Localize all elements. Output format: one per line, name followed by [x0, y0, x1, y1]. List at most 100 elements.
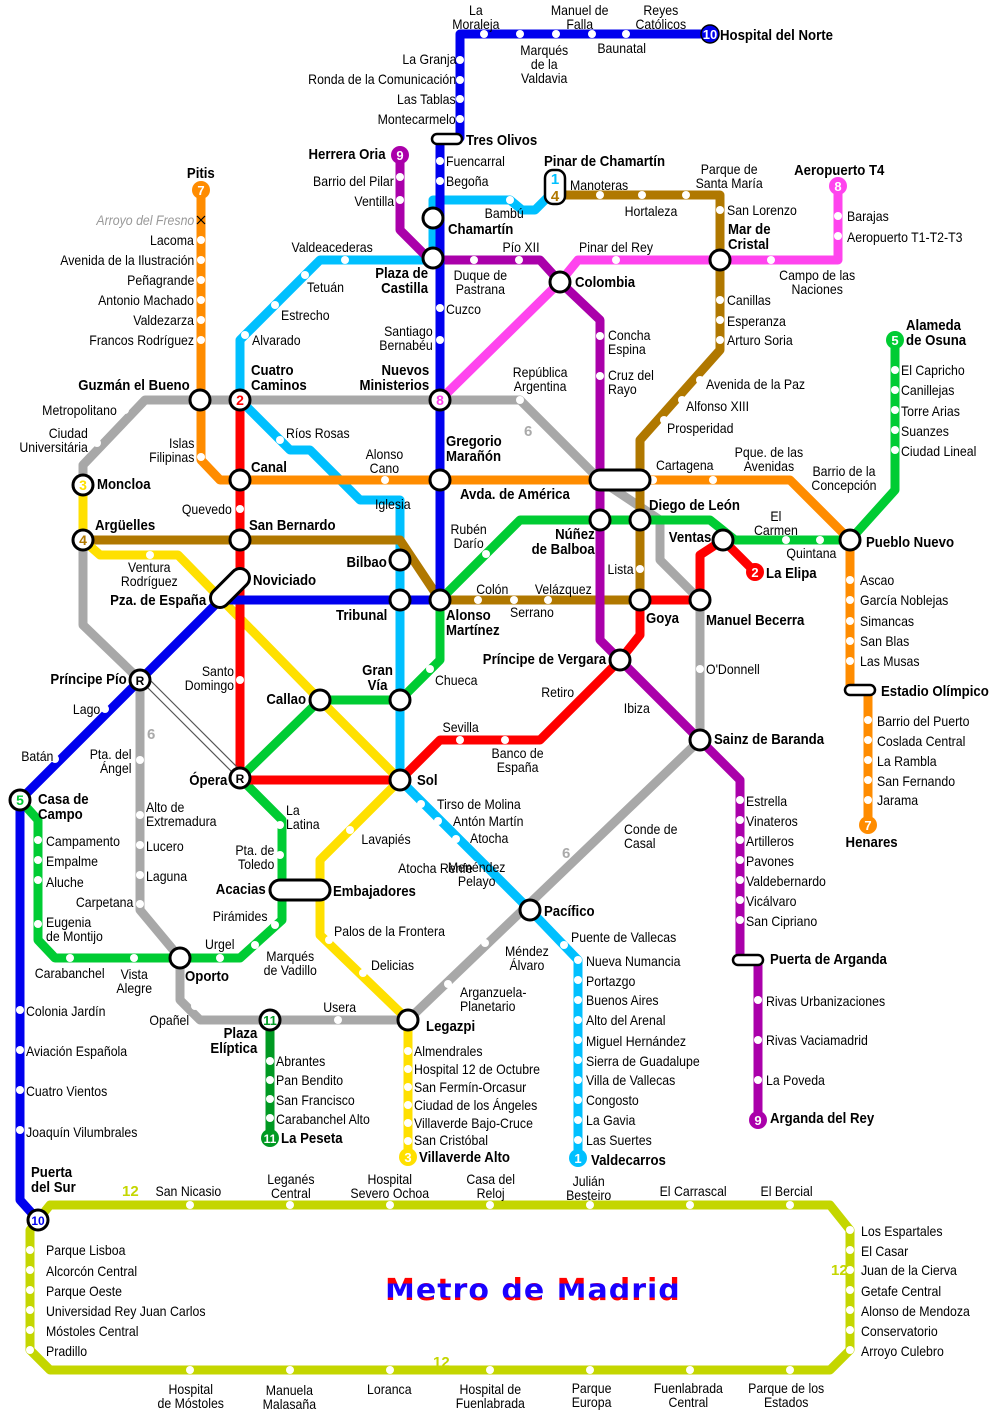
station-label[interactable]: Estadio Olímpico: [881, 683, 989, 700]
station-label[interactable]: Serrano: [509, 604, 554, 620]
station-label[interactable]: Pitis: [186, 165, 215, 182]
station-label[interactable]: Nueva Numancia: [586, 953, 681, 969]
station-label[interactable]: Villaverde Bajo-Cruce: [414, 1115, 533, 1131]
station-label[interactable]: Iglesia: [375, 496, 411, 512]
station-label[interactable]: Canal: [251, 459, 287, 476]
station-label[interactable]: Guzmán el Bueno: [78, 377, 190, 394]
station-label[interactable]: San Cipriano: [746, 913, 818, 929]
station-label[interactable]: Parque Europa: [571, 1380, 611, 1410]
station-label[interactable]: Alvarado: [252, 332, 301, 348]
station-label[interactable]: Mar de Cristal: [728, 221, 771, 253]
station-label[interactable]: Pacífico: [544, 903, 595, 920]
station-label[interactable]: San Francisco: [276, 1092, 355, 1108]
station-label[interactable]: Laguna: [146, 868, 188, 884]
station-label[interactable]: San Cristóbal: [414, 1132, 488, 1148]
station-label[interactable]: Callao: [266, 691, 307, 708]
station-label[interactable]: Joaquín Vilumbrales: [26, 1124, 138, 1140]
station-label[interactable]: Ópera: [189, 772, 228, 789]
station-label[interactable]: Santiago Bernabéu: [379, 323, 433, 353]
station-label[interactable]: Juan de la Cierva: [861, 1262, 957, 1278]
station-label[interactable]: Ascao: [860, 572, 895, 588]
station-label[interactable]: Manuel de Falla: [550, 2, 608, 32]
station-label[interactable]: Carabanchel: [34, 965, 105, 981]
station-label[interactable]: Prosperidad: [667, 420, 734, 436]
station-label[interactable]: Villaverde Alto: [419, 1149, 510, 1166]
station-label[interactable]: Marqués de la Valdavia: [520, 42, 569, 86]
station-label[interactable]: Canillas: [727, 292, 771, 308]
station-label[interactable]: Carabanchel Alto: [276, 1111, 370, 1127]
station-label[interactable]: Puerta de Arganda: [770, 951, 887, 968]
station-label[interactable]: Barrio de la Concepción: [811, 463, 877, 493]
station-label[interactable]: Baunatal: [596, 40, 646, 56]
station-label[interactable]: Delicias: [370, 957, 414, 973]
station-label[interactable]: Eugenia de Montijo: [46, 914, 103, 944]
station-label[interactable]: Pavones: [746, 853, 794, 869]
station-label[interactable]: Ríos Rosas: [286, 425, 350, 441]
station-label[interactable]: Tetuán: [307, 279, 345, 295]
station-label[interactable]: Ventas: [668, 529, 712, 546]
station-label[interactable]: El Carmen: [753, 508, 798, 538]
station-label[interactable]: Cuatro Vientos: [26, 1083, 108, 1099]
station-label[interactable]: Rubén Darío: [449, 521, 487, 551]
station-label[interactable]: Nuevos Ministerios: [359, 362, 430, 394]
station-label[interactable]: Henares: [845, 834, 898, 851]
station-label[interactable]: Antón Martín: [453, 813, 524, 829]
station-label[interactable]: Campo de las Naciones: [779, 267, 856, 297]
station-label[interactable]: Atocha: [470, 830, 509, 846]
station-label[interactable]: Banco de España: [491, 745, 544, 775]
station-label[interactable]: Los Espartales: [861, 1223, 943, 1239]
station-label[interactable]: Fuencarral: [446, 153, 505, 169]
station-label[interactable]: El Carrascal: [659, 1183, 727, 1199]
station-label[interactable]: Tribunal: [336, 607, 388, 624]
station-label[interactable]: Quintana: [785, 545, 836, 561]
station-label[interactable]: Avenida de la Paz: [706, 376, 806, 392]
station-label[interactable]: Gregorio Marañón: [446, 433, 502, 465]
station-label[interactable]: Manuela Malasaña: [262, 1382, 316, 1412]
station-label[interactable]: Simancas: [860, 613, 915, 629]
station-label[interactable]: San Fernando: [877, 773, 956, 789]
station-label[interactable]: Alto de Extremadura: [146, 799, 217, 829]
station-label[interactable]: La Rambla: [877, 753, 937, 769]
station-label[interactable]: Abrantes: [276, 1053, 326, 1069]
station-label[interactable]: Julián Besteiro: [565, 1173, 611, 1203]
station-label[interactable]: Hospital de Móstoles: [157, 1381, 224, 1411]
station-label[interactable]: Barajas: [847, 208, 889, 224]
station-label[interactable]: El Bercial: [760, 1183, 813, 1199]
station-label[interactable]: Alameda de Osuna: [906, 317, 967, 349]
station-label[interactable]: Méndez Álvaro: [504, 943, 549, 973]
station-label[interactable]: Ciudad de los Ángeles: [414, 1097, 538, 1113]
station-label[interactable]: Lucero: [146, 838, 184, 854]
station-label[interactable]: Artilleros: [746, 833, 794, 849]
station-label[interactable]: Chueca: [435, 672, 478, 688]
station-label[interactable]: Móstoles Central: [46, 1323, 139, 1339]
station-label[interactable]: Acacias: [215, 881, 266, 898]
station-label[interactable]: Begoña: [446, 173, 489, 189]
station-label[interactable]: Colón: [475, 581, 508, 597]
station-label[interactable]: Las Suertes: [586, 1132, 652, 1148]
station-label[interactable]: La Latina: [286, 802, 320, 832]
station-label[interactable]: Manuel Becerra: [706, 612, 805, 629]
station-label[interactable]: Hospital de Fuenlabrada: [455, 1381, 525, 1411]
station-label[interactable]: Coslada Central: [877, 733, 966, 749]
station-label[interactable]: Vista Alegre: [116, 966, 153, 996]
station-label[interactable]: Sol: [417, 772, 438, 789]
station-label[interactable]: Conde de Casal: [624, 821, 678, 851]
station-label[interactable]: Quevedo: [181, 501, 232, 517]
station-label[interactable]: República Argentina: [512, 364, 568, 394]
station-label[interactable]: La Poveda: [766, 1072, 825, 1088]
station-label[interactable]: Getafe Central: [861, 1283, 942, 1299]
station-label[interactable]: García Noblejas: [860, 592, 949, 608]
station-label[interactable]: La Granja: [402, 51, 457, 67]
station-label[interactable]: Hospital del Norte: [720, 27, 833, 44]
station-label[interactable]: Herrera Oria: [308, 146, 386, 163]
station-label[interactable]: Portazgo: [586, 973, 636, 989]
station-label[interactable]: O'Donnell: [706, 661, 760, 677]
station-label[interactable]: Aeropuerto T1-T2-T3: [847, 229, 963, 245]
station-label[interactable]: Marqués de Vadillo: [263, 948, 317, 978]
station-label[interactable]: Casa de Campo: [38, 791, 89, 823]
station-label[interactable]: Batán: [20, 748, 53, 764]
station-label[interactable]: Lavapiés: [361, 831, 411, 847]
station-label[interactable]: Aviación Española: [26, 1043, 128, 1059]
station-label[interactable]: Francos Rodríguez: [89, 332, 195, 348]
station-label[interactable]: Aluche: [46, 874, 84, 890]
